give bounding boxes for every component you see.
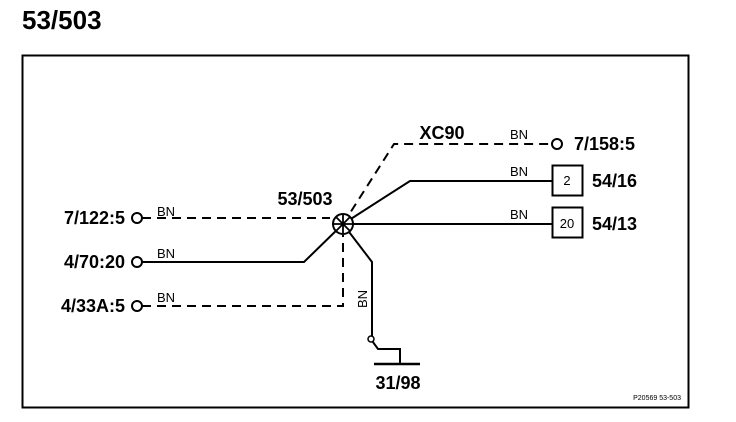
label-right-box2: 54/13 (592, 214, 637, 234)
box2-pin: 20 (560, 216, 574, 231)
wire-left-bottom (142, 235, 344, 307)
label-right-top: 7/158:5 (574, 134, 635, 154)
ground-stub (369, 337, 401, 363)
wire-left-mid (142, 223, 344, 263)
label-node: 53/503 (277, 189, 332, 209)
label-xc90: XC90 (419, 123, 464, 143)
solid-wires (142, 180, 552, 363)
label-left-top: 7/122:5 (64, 208, 125, 228)
wire-color-left-top: BN (157, 204, 175, 219)
terminal-right-top (551, 138, 563, 150)
wire-ground (342, 223, 373, 338)
box1-pin: 2 (563, 173, 570, 188)
wire-color-ground: BN (355, 290, 370, 308)
wire-color-box2: BN (510, 207, 528, 222)
connector-box-54-16 (551, 164, 584, 197)
dashed-wires (142, 143, 551, 307)
wire-right-box1 (342, 180, 552, 225)
splice-node (332, 213, 354, 235)
wire-xc90 (342, 143, 551, 225)
connector-box-54-13 (551, 206, 584, 239)
wire-color-left-mid: BN (157, 246, 175, 261)
terminal-ground-bend (367, 335, 375, 343)
figure-code: P20569 53-503 (633, 395, 681, 402)
wire-color-xc90: BN (510, 127, 528, 142)
label-left-bottom: 4/33A:5 (61, 296, 125, 316)
label-left-mid: 4/70:20 (64, 252, 125, 272)
label-right-box1: 54/16 (592, 171, 637, 191)
terminal-left-bottom (131, 300, 143, 312)
terminal-left-top (131, 212, 143, 224)
diagram-frame (21, 54, 690, 409)
label-ground: 31/98 (375, 373, 420, 393)
terminal-left-mid (131, 256, 143, 268)
wire-color-left-bottom: BN (157, 290, 175, 305)
page-title: 53/503 (22, 5, 102, 35)
wire-color-box1: BN (510, 164, 528, 179)
